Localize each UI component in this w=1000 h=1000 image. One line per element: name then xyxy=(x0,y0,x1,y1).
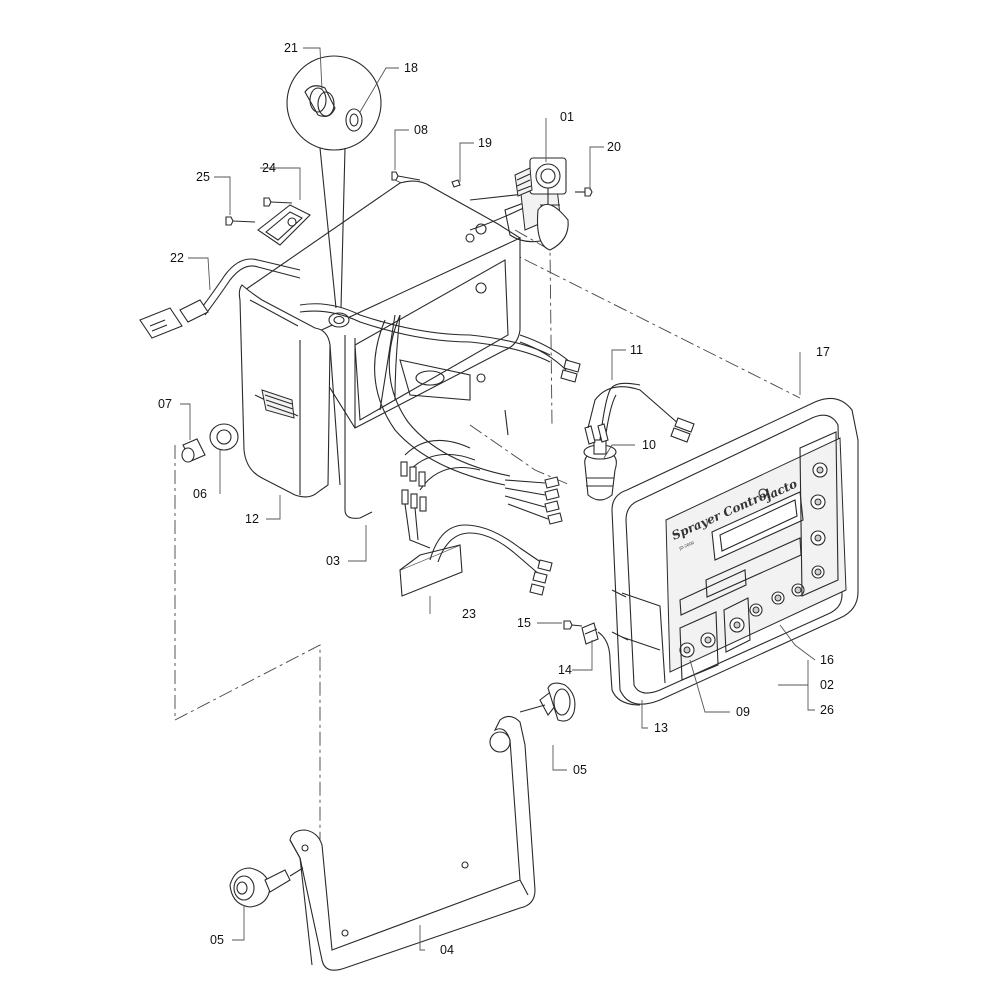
callout-07: 07 xyxy=(158,397,172,411)
bracket-knob-left xyxy=(229,867,304,908)
callout-02: 02 xyxy=(820,678,834,692)
bracket-knob-right xyxy=(519,682,576,722)
callout-10: 10 xyxy=(642,438,656,452)
power-cable xyxy=(139,258,301,339)
callout-26: 26 xyxy=(820,703,834,717)
callout-19: 19 xyxy=(478,136,492,150)
detail-bubble xyxy=(286,55,382,309)
callout-03: 03 xyxy=(326,554,340,568)
callout-09: 09 xyxy=(736,705,750,719)
callout-14: 14 xyxy=(558,663,572,677)
callout-04: 04 xyxy=(440,943,454,957)
callout-20: 20 xyxy=(607,140,621,154)
callout-05-right: 05 xyxy=(573,763,587,777)
callout-12: 12 xyxy=(245,512,259,526)
callout-16: 16 xyxy=(820,653,834,667)
callout-22: 22 xyxy=(170,251,184,265)
callout-leaders xyxy=(180,47,816,951)
callout-17: 17 xyxy=(816,345,830,359)
rear-housing xyxy=(238,180,522,498)
callout-25: 25 xyxy=(196,170,210,184)
callout-21: 21 xyxy=(284,41,298,55)
relay-box xyxy=(399,524,553,597)
callout-11: 11 xyxy=(630,343,643,357)
washer-parts xyxy=(181,423,239,463)
mode-knob xyxy=(583,382,695,501)
callout-15: 15 xyxy=(517,616,531,630)
main-connector xyxy=(514,157,569,251)
control-panel: Sprayer Control JD-2000 jacto xyxy=(611,397,859,705)
cable-clip xyxy=(581,622,641,706)
callout-01: 01 xyxy=(560,110,574,124)
callout-06: 06 xyxy=(193,487,207,501)
cover-plate xyxy=(257,204,311,246)
panel-knobs xyxy=(679,462,828,658)
mounting-bracket xyxy=(289,715,536,971)
callout-18: 18 xyxy=(404,61,418,75)
callout-labels: 01 02 03 04 05 05 06 07 08 09 10 11 12 1… xyxy=(158,41,834,957)
callout-24: 24 xyxy=(262,161,276,175)
callout-08: 08 xyxy=(414,123,428,137)
model-label: JD-2000 xyxy=(677,540,695,552)
callout-05-left: 05 xyxy=(210,933,224,947)
callout-23: 23 xyxy=(462,607,476,621)
callout-13: 13 xyxy=(654,721,668,735)
